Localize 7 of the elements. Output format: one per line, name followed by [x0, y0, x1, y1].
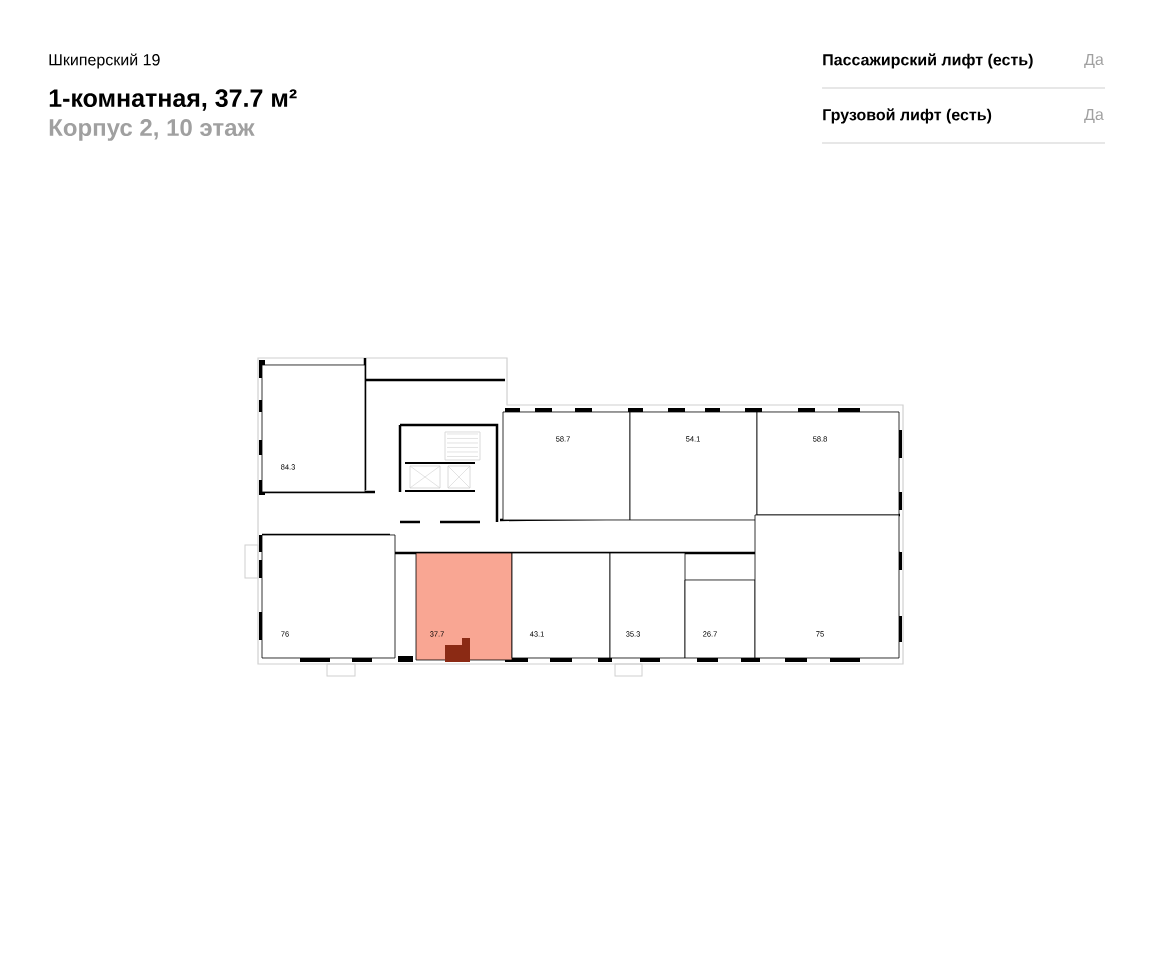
- table-cell: Пассажирский лифт (есть): [823, 53, 1033, 69]
- title: Шкиперский 19: [49, 53, 160, 69]
- table-cell: Грузовой лифт (есть): [823, 108, 992, 124]
- subheading: Корпус 2, 10 этаж: [49, 119, 255, 141]
- table-cell: Да: [1084, 53, 1104, 69]
- table-cell: Да: [1084, 108, 1104, 124]
- heading: 1-комнатная, 37.7 м²: [49, 89, 297, 111]
